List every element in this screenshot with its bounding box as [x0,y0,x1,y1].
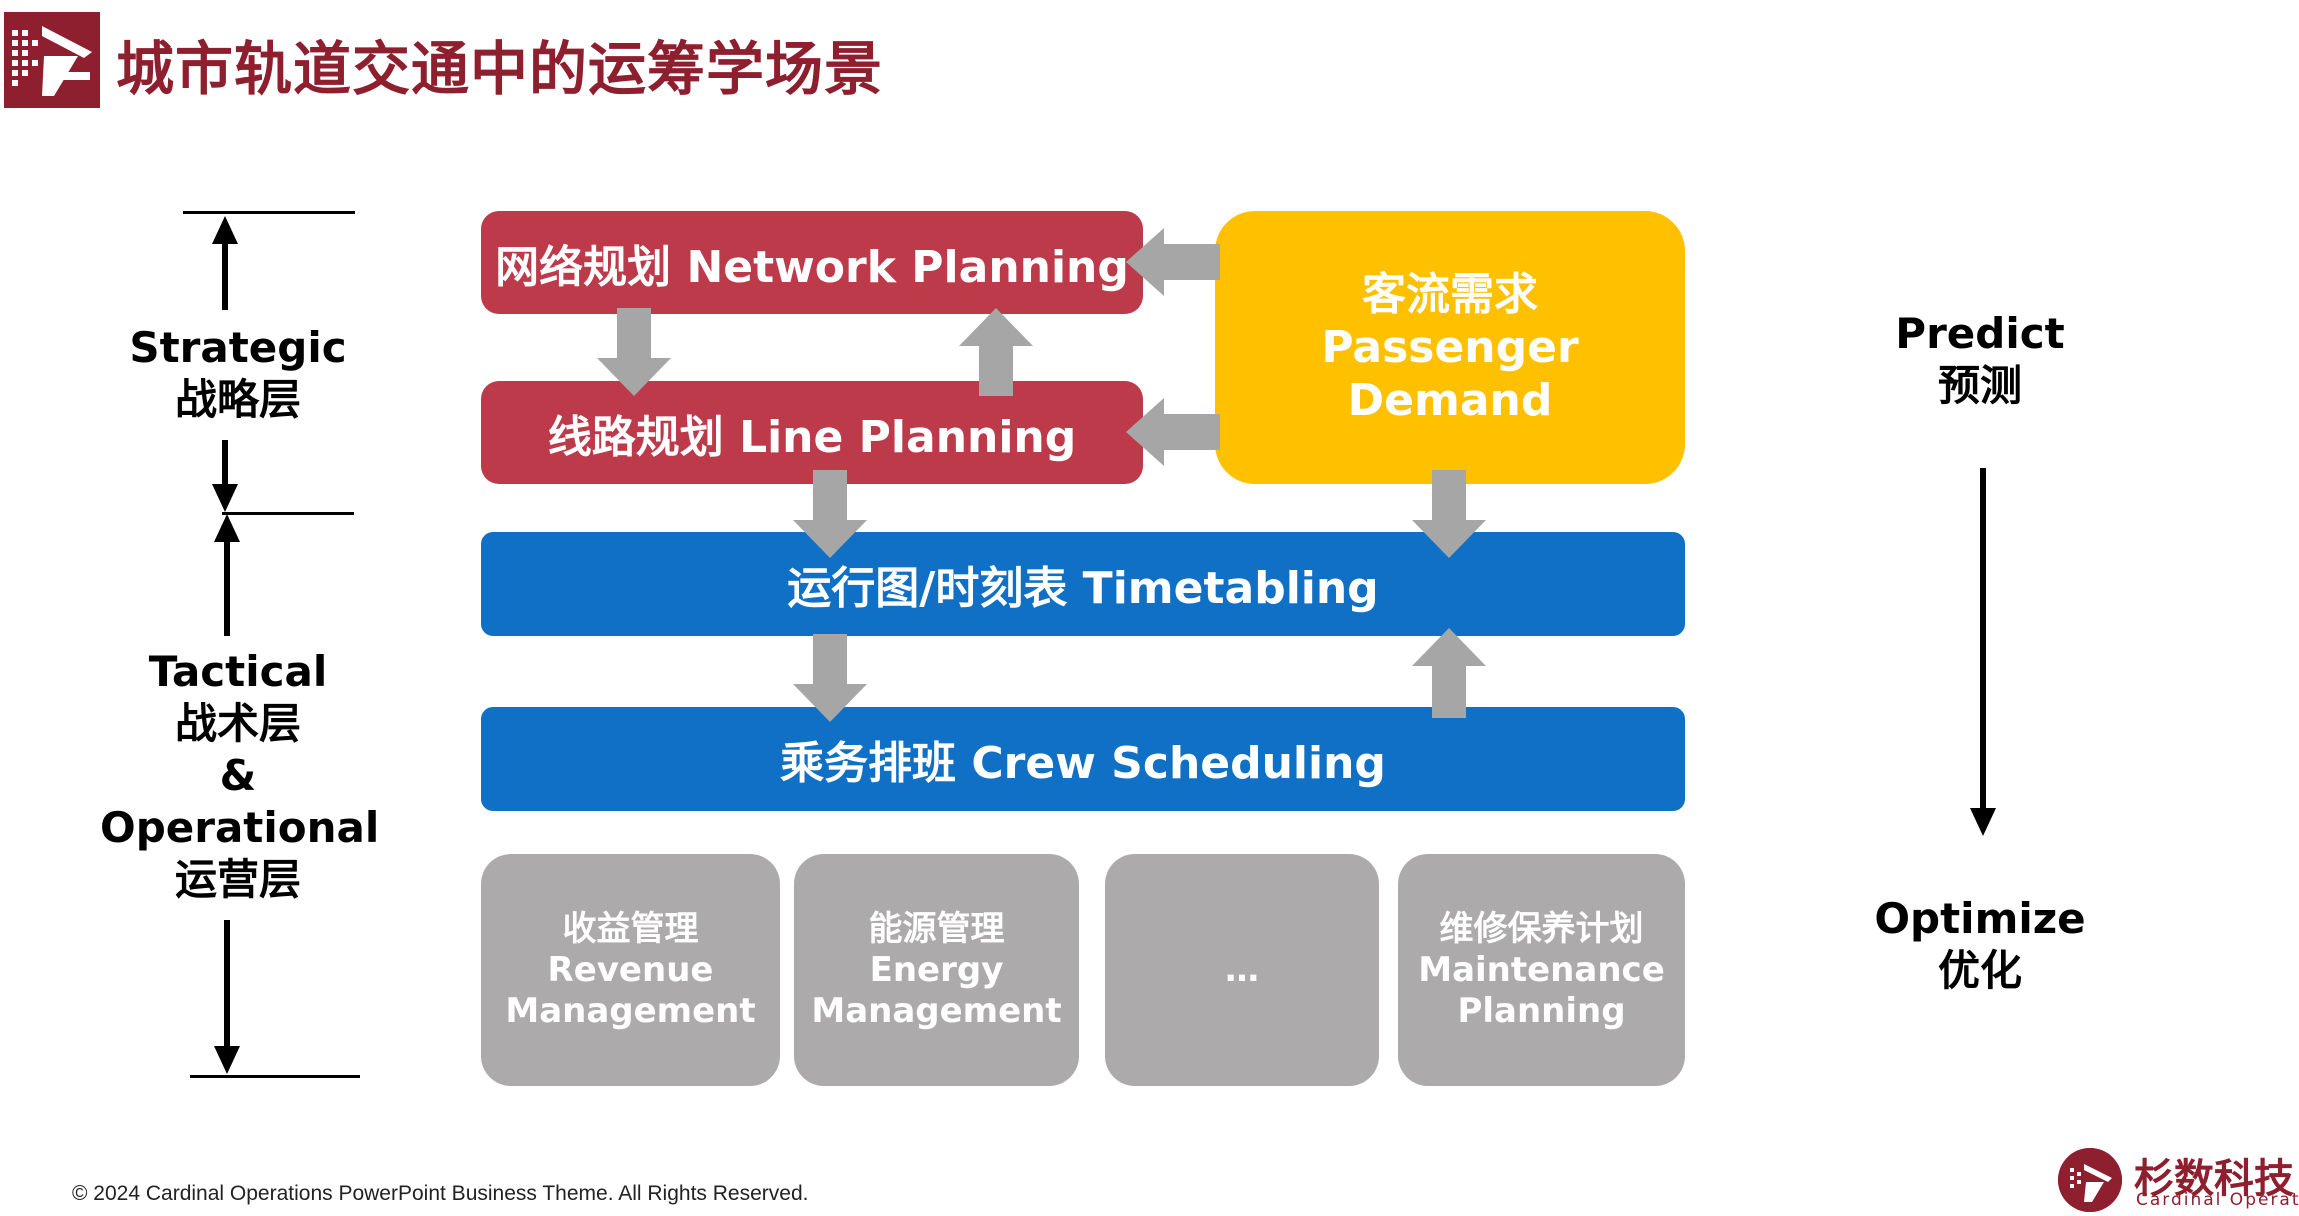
arrow-down-icon [1412,470,1486,558]
operational-cn: 运营层 [174,855,301,904]
arrow-down-icon [793,470,867,558]
strategic-en: Strategic [129,323,347,372]
optimize-label: Optimize 优化 [1860,893,2100,997]
predict-optimize-line [1980,468,1986,808]
line-planning-label: 线路规划 Line Planning [547,411,1077,463]
maintenance-planning-box: 维修保养计划 Maintenance Planning [1398,854,1685,1086]
arrow-down-icon [214,1046,240,1074]
revenue-cn: 收益管理 [562,908,699,949]
maintenance-en-2: Planning [1457,990,1626,1031]
predict-label: Predict 预测 [1880,308,2080,412]
energy-cn: 能源管理 [868,908,1005,949]
arrow-up-icon [214,514,240,542]
scale-line [224,540,230,636]
strategic-label: Strategic 战略层 [120,322,356,426]
maintenance-cn: 维修保养计划 [1439,908,1644,949]
brand-name-en: Cardinal Operations [2136,1190,2299,1210]
page-title: 城市轨道交通中的运筹学场景 [116,35,884,103]
passenger-demand-cn: 客流需求 [1362,269,1538,320]
predict-en: Predict [1895,309,2065,358]
maintenance-en-1: Maintenance [1418,949,1665,990]
optimize-cn: 优化 [1937,946,2022,995]
network-planning-label: 网络规划 Network Planning [495,241,1129,293]
ampersand: & [219,751,257,800]
network-planning-box: 网络规划 Network Planning [481,211,1143,314]
arrow-left-icon [1126,398,1220,466]
tactical-operational-label: Tactical 战术层 & Operational 运营层 [100,646,380,906]
arrow-up-icon [1412,628,1486,718]
revenue-en-1: Revenue [547,949,714,990]
arrow-up-icon [212,216,238,244]
energy-management-box: 能源管理 Energy Management [794,854,1079,1086]
revenue-management-box: 收益管理 Revenue Management [481,854,780,1086]
more-ellipsis: … [1225,949,1259,990]
scale-mid-line [222,512,354,515]
arrow-left-icon [1126,228,1220,296]
arrow-down-icon [212,484,238,512]
revenue-en-2: Management [505,990,756,1031]
timetabling-label: 运行图/时刻表 Timetabling [787,563,1379,614]
scale-line [222,240,228,310]
energy-en-2: Management [811,990,1062,1031]
operational-en: Operational [100,803,380,852]
arrow-up-icon [959,308,1033,396]
passenger-demand-box: 客流需求 Passenger Demand [1215,211,1685,484]
crew-scheduling-label: 乘务排班 Crew Scheduling [780,738,1386,789]
passenger-demand-en-1: Passenger [1321,322,1579,373]
arrow-down-icon [597,308,671,396]
tactical-en: Tactical [148,647,328,696]
line-planning-box: 线路规划 Line Planning [481,381,1143,484]
scale-top-line [183,211,355,214]
energy-en-1: Energy [869,949,1004,990]
scale-bottom-line [190,1075,360,1078]
predict-cn: 预测 [1937,361,2022,410]
arrow-down-icon [793,634,867,722]
more-box: … [1105,854,1379,1086]
brand-name-cn: 杉数科技 [2134,1156,2294,1202]
passenger-demand-en-2: Demand [1347,375,1553,426]
scale-line [222,440,228,485]
tactical-cn: 战术层 [174,699,301,748]
arrow-down-icon [1970,808,1996,836]
crew-scheduling-box: 乘务排班 Crew Scheduling [481,707,1685,811]
strategic-cn: 战略层 [174,375,301,424]
brand-logo-icon [2058,1148,2122,1212]
scale-line [224,920,230,1048]
copyright-text: © 2024 Cardinal Operations PowerPoint Bu… [72,1182,809,1205]
logo-icon [4,12,100,108]
timetabling-box: 运行图/时刻表 Timetabling [481,532,1685,636]
optimize-en: Optimize [1874,894,2086,943]
